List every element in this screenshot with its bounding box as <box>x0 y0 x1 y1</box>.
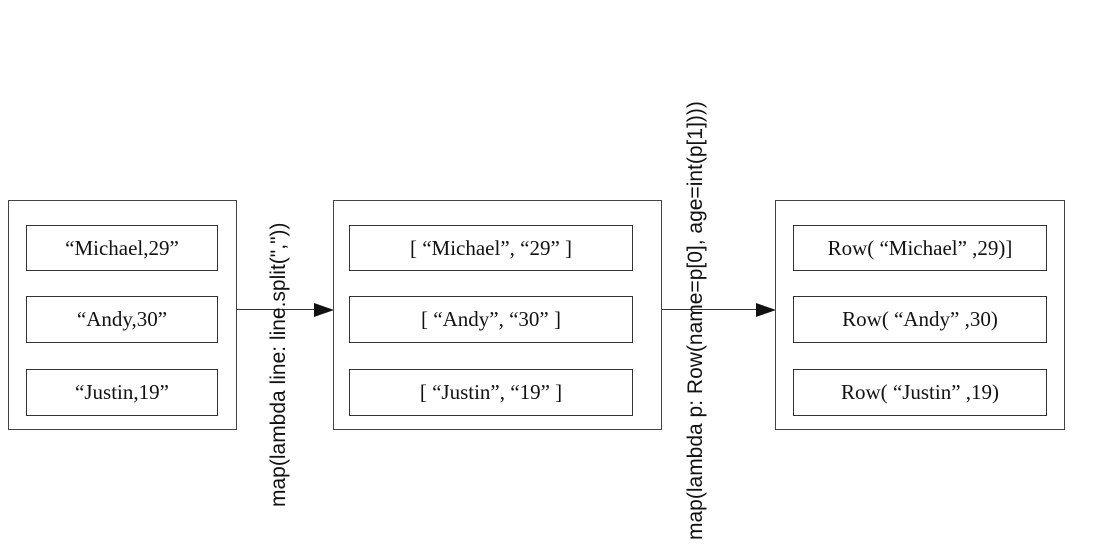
stage-1-item-3: “Justin,19” <box>26 369 218 416</box>
stage-1-item-1: “Michael,29” <box>26 225 218 271</box>
stage-1-item-2: “Andy,30” <box>26 296 218 343</box>
stage-3-item-3: Row( “Justin” ,19) <box>793 369 1047 416</box>
arrow-2-head <box>756 303 776 317</box>
arrow-2-line <box>662 309 762 310</box>
transform-2-label: map(lambda p: Row(name=p[0], age=int(p[1… <box>684 101 707 540</box>
stage-2-item-2: [ “Andy”, “30” ] <box>349 296 633 343</box>
transform-1-label: map(lambda line: line.split(",")) <box>267 222 290 507</box>
stage-2-item-1: [ “Michael”, “29” ] <box>349 225 633 271</box>
stage-3-item-2: Row( “Andy” ,30) <box>793 296 1047 343</box>
arrow-1-head <box>314 303 334 317</box>
stage-3-item-1: Row( “Michael” ,29)] <box>793 225 1047 271</box>
stage-2-item-3: [ “Justin”, “19” ] <box>349 369 633 416</box>
arrow-1-line <box>237 309 317 310</box>
